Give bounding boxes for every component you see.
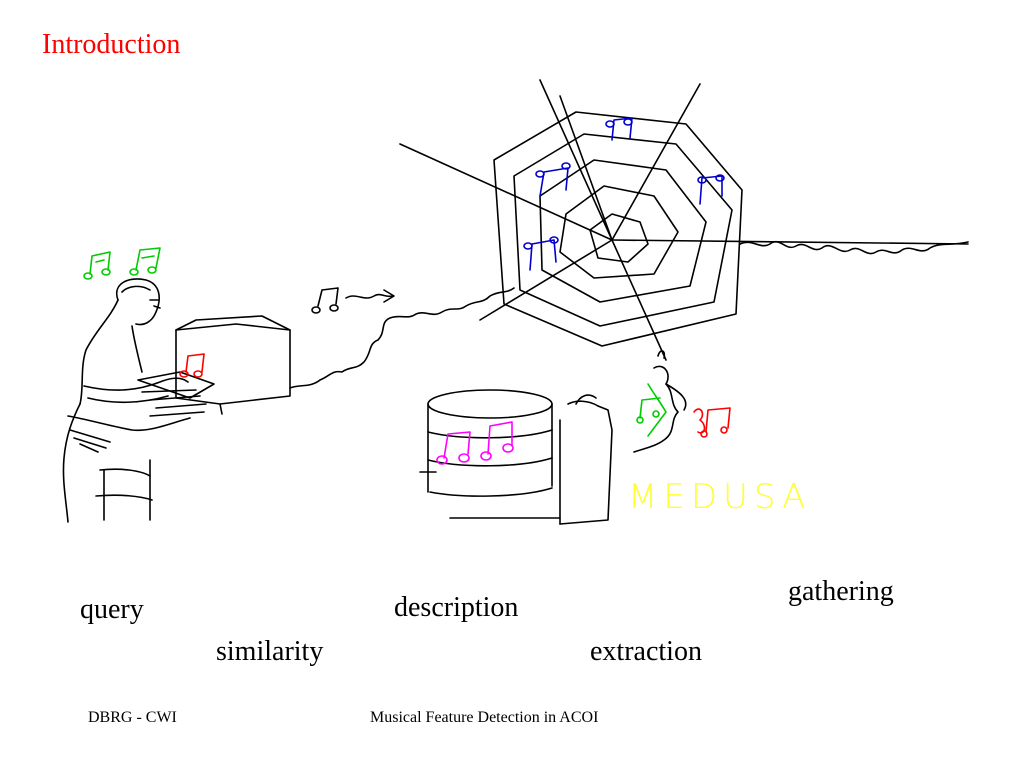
magenta-notes-icon — [437, 422, 513, 464]
query-note-arrow-icon — [312, 288, 394, 313]
green-crawler-notes-icon — [637, 384, 666, 436]
blue-notes-icon — [524, 118, 724, 270]
crawler-creature-drawing — [634, 351, 686, 452]
network-cable-line — [290, 288, 514, 388]
green-notes-icon — [84, 248, 160, 279]
slide-title: Introduction — [42, 29, 181, 60]
server-box-drawing — [450, 395, 612, 524]
red-note-icon — [180, 354, 204, 377]
database-cylinder-drawing — [420, 390, 552, 496]
label-description: description — [394, 592, 519, 623]
label-query: query — [80, 594, 144, 625]
label-similarity: similarity — [216, 636, 324, 667]
medusa-sketch-text: MEDUSA — [628, 477, 812, 517]
footer-left: DBRG - CWI — [88, 709, 177, 726]
red-crawler-notes-icon — [694, 408, 730, 437]
label-gathering: gathering — [788, 576, 894, 607]
spider-web-drawing — [400, 80, 968, 360]
person-at-computer-drawing — [63, 279, 290, 522]
label-extraction: extraction — [590, 636, 702, 667]
footer-center: Musical Feature Detection in ACOI — [370, 709, 599, 726]
